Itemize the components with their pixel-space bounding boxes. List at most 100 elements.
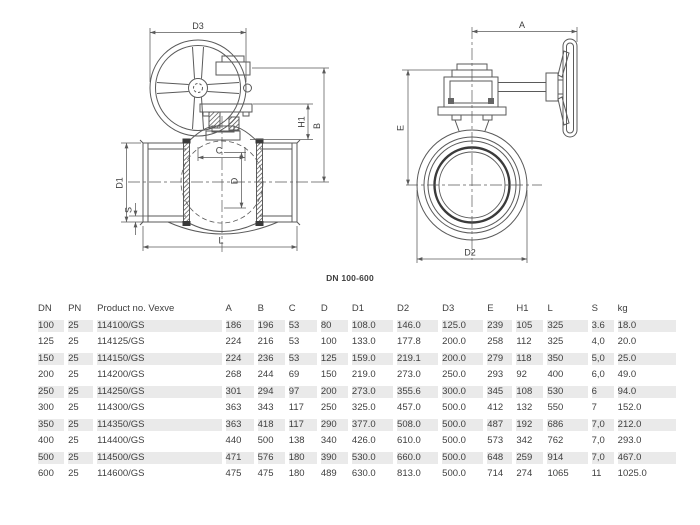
cell: 200.0: [438, 351, 484, 368]
cell: 813.0: [397, 468, 421, 479]
cell: 105: [512, 318, 544, 335]
cell: 80: [317, 318, 348, 335]
cell: 325.0: [351, 402, 376, 413]
valve-technical-drawing: D3 H1 B C D D1 S L: [115, 20, 578, 283]
cell: 25.0: [614, 351, 676, 368]
cell: 610.0: [397, 435, 421, 446]
dim-label-c: C: [216, 146, 223, 156]
cell: 146.0: [393, 318, 439, 335]
cell: 4,0: [591, 336, 605, 347]
weld-seam-left: [183, 140, 190, 225]
cell: 25: [68, 435, 79, 446]
dim-label-d2: D2: [464, 248, 476, 258]
dim-label-s: S: [124, 207, 134, 213]
cell: 25: [64, 450, 94, 467]
cell: 69: [288, 369, 300, 380]
cell: 25: [68, 402, 79, 413]
cell: 325: [543, 318, 588, 335]
cell: 114350/GS: [93, 417, 222, 434]
cell: 7,0: [591, 435, 605, 446]
cell: 114150/GS: [93, 351, 222, 368]
cell: 550: [547, 402, 564, 413]
cell: 6: [588, 384, 614, 401]
column-header: C: [288, 303, 296, 314]
cell: 20.0: [617, 336, 637, 347]
dim-label-e: E: [396, 125, 406, 131]
cell: 114400/GS: [97, 435, 145, 446]
cell: 11: [591, 468, 602, 479]
cell: 53: [285, 351, 317, 368]
cell: 18.0: [614, 318, 676, 335]
cell: 177.8: [397, 336, 421, 347]
cell: 250: [34, 384, 65, 401]
cell: 300.0: [438, 384, 484, 401]
dim-label-a: A: [519, 20, 525, 30]
cell: 530: [543, 384, 588, 401]
dim-label-h1: H1: [297, 116, 307, 128]
cell: 363: [225, 402, 242, 413]
cell: 219.1: [393, 351, 439, 368]
cell: 250.0: [442, 369, 466, 380]
cell: 457.0: [397, 402, 421, 413]
cell: 53: [288, 336, 300, 347]
cell: 301: [222, 384, 254, 401]
cell: 325: [547, 336, 564, 347]
column-header: D: [320, 303, 328, 314]
cell: 186: [222, 318, 254, 335]
cell: 97: [285, 384, 317, 401]
cell: 117: [288, 402, 304, 413]
gearbox-front-icon: [199, 55, 253, 141]
cell: 418: [254, 417, 285, 434]
cell: 114250/GS: [93, 384, 222, 401]
cell: 108: [512, 384, 544, 401]
cell: 159.0: [348, 351, 394, 368]
column-header: L: [547, 303, 553, 314]
cell: 686: [543, 417, 588, 434]
cell: 250: [320, 402, 337, 413]
cell: 25: [68, 468, 79, 479]
cell: 216: [257, 336, 274, 347]
cell: 576: [254, 450, 285, 467]
cell: 377.0: [348, 417, 394, 434]
cell: 5,0: [588, 351, 614, 368]
valve-body-front: [128, 116, 312, 252]
cell: 117: [285, 417, 317, 434]
cell: 630.0: [351, 468, 376, 479]
handwheel-side-icon: [498, 38, 578, 138]
weld-seam-right: [256, 140, 263, 225]
cell: 350: [543, 351, 588, 368]
cell: 489: [320, 468, 337, 479]
cell: 25: [68, 336, 79, 347]
cell: 500.0: [438, 417, 484, 434]
cell: 6,0: [591, 369, 605, 380]
cell: 114500/GS: [93, 450, 222, 467]
cell: 114200/GS: [97, 369, 145, 380]
cell: 294: [254, 384, 285, 401]
cell: 100: [320, 336, 337, 347]
cell: 196: [254, 318, 285, 335]
cell: 150: [34, 351, 65, 368]
column-header: D1: [351, 303, 365, 314]
column-header: E: [487, 303, 494, 314]
cell: 7,0: [588, 417, 614, 434]
dimensions-side: [402, 27, 578, 263]
cell: 600: [38, 468, 54, 479]
cell: 150: [320, 369, 337, 380]
cell: 125.0: [438, 318, 484, 335]
column-header: kg: [617, 303, 628, 314]
cell: 400: [38, 435, 54, 446]
cell: 25: [64, 351, 94, 368]
dim-label-d3: D3: [192, 21, 204, 31]
cell: 508.0: [393, 417, 439, 434]
cell: 7,0: [588, 450, 614, 467]
cell: 53: [285, 318, 317, 335]
cell: 487: [483, 417, 513, 434]
